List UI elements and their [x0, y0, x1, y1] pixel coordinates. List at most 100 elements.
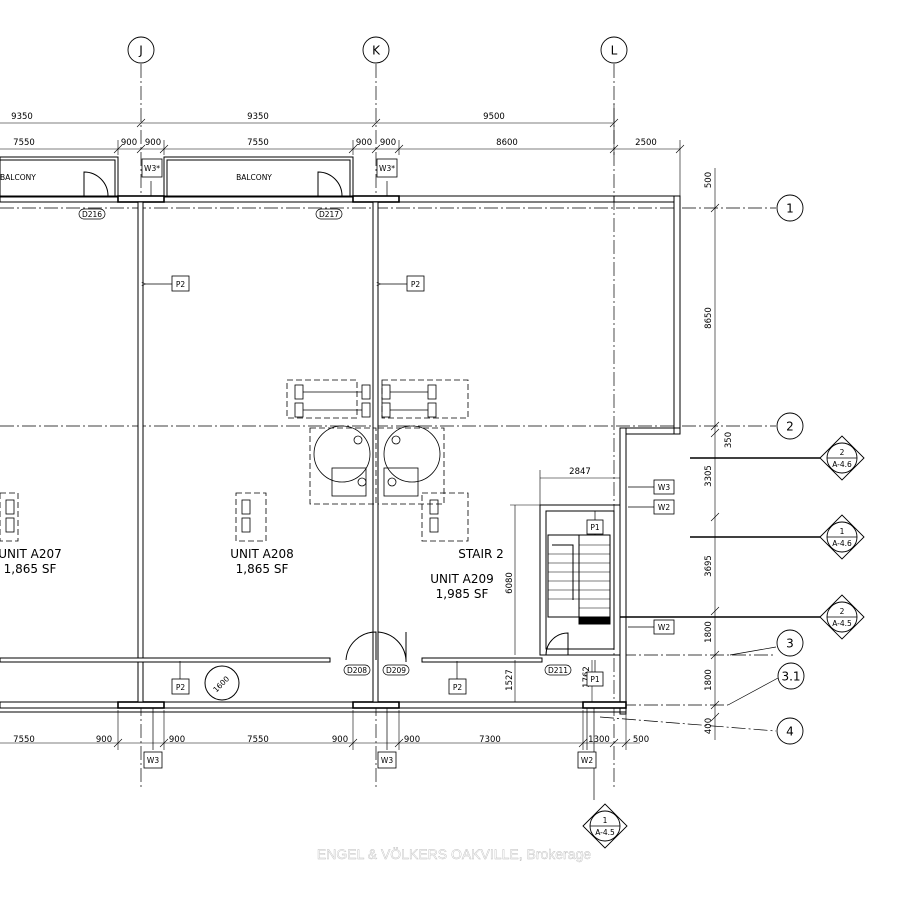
dim-top-sub-8: 2500 [635, 138, 657, 148]
dim-stair-depth: 6080 [505, 572, 515, 594]
stair-core [510, 470, 621, 702]
dim-right-5: 3695 [704, 555, 714, 577]
grid-row-bubble-4: 4 [776, 717, 804, 745]
dim-stair-width: 2847 [569, 467, 591, 477]
grid-label-1: 1 [786, 202, 794, 216]
tag-p2-a207: P2 [176, 280, 186, 289]
section-1-number: 2 [840, 448, 845, 457]
demising-walls [0, 201, 543, 703]
section-2-sheet: A-4.6 [832, 539, 852, 548]
dim-right-8: 400 [704, 718, 714, 734]
tag-p1-stair: P1 [590, 523, 600, 532]
tag-w2-south: W2 [581, 756, 593, 765]
tag-w3-south-k: W3 [381, 756, 393, 765]
section-3-sheet: A-4.5 [832, 619, 852, 628]
grid-label-3: 3 [786, 637, 794, 651]
dim-right-2: 8650 [704, 307, 714, 329]
section-1-sheet: A-4.6 [832, 460, 852, 469]
section-2-number: 1 [840, 527, 845, 536]
dim-bottom-1: 7550 [13, 735, 35, 745]
washroom-core [286, 379, 469, 505]
bottom-dimension-lines [0, 710, 640, 750]
unit-a208-area: 1,865 SF [236, 562, 289, 576]
door-tag-d216: D216 [82, 210, 102, 219]
section-marker-2: 1 A-4.6 [819, 514, 865, 560]
tag-w2-east-2: W2 [658, 623, 670, 632]
dim-bottom-3: 900 [169, 735, 185, 745]
door-tag-d217: D217 [319, 210, 339, 219]
tag-w2-east-1: W2 [658, 503, 670, 512]
grid-row-bubble-1: 1 [776, 194, 804, 222]
dim-top-sub-5: 900 [356, 138, 372, 148]
grid-row-bubble-2: 2 [776, 412, 804, 440]
kitchen-fixture-details [5, 499, 439, 533]
door-tag-d208: D208 [347, 666, 367, 675]
dim-bottom-9: 500 [633, 735, 649, 745]
dim-top-sub-4: 7550 [247, 138, 269, 148]
dim-bottom-7: 7300 [479, 735, 501, 745]
top-dimension-lines [0, 104, 685, 200]
dim-right-1: 500 [704, 172, 714, 188]
grid-column-bubble-k: K [362, 36, 390, 64]
dim-right-4: 3305 [704, 465, 714, 487]
dim-top-sub-2: 900 [121, 138, 137, 148]
balcony-label-2: BALCONY [236, 173, 272, 182]
grid-label-l: L [611, 44, 618, 58]
dim-top-bay-1: 9350 [11, 112, 33, 122]
brokerage-watermark: ENGEL & VÖLKERS OAKVILLE, Brokerage [317, 845, 591, 862]
dim-diag: 1600 [211, 674, 231, 694]
unit-a209-area: 1,985 SF [436, 587, 489, 601]
tag-p2-a208: P2 [411, 280, 421, 289]
section-3-number: 2 [840, 607, 845, 616]
dim-small-1: 1527 [505, 669, 515, 691]
section-cut-lines [620, 457, 820, 618]
tag-p2-corridor-1: P2 [176, 683, 186, 692]
unit-a207-name: UNIT A207 [0, 547, 62, 561]
unit-a209-name: UNIT A209 [430, 572, 494, 586]
grid-row-bubble-3-1: 3.1 [727, 662, 805, 706]
dim-bottom-6: 900 [404, 735, 420, 745]
unit-a208-name: UNIT A208 [230, 547, 294, 561]
grid-label-4: 4 [786, 725, 794, 739]
tag-p1-lobby: P1 [590, 675, 600, 684]
stair-label: STAIR 2 [458, 547, 504, 561]
grid-row-bubble-3: 3 [729, 629, 804, 657]
dim-top-sub-1: 7550 [13, 138, 35, 148]
dim-top-bay-3: 9500 [483, 112, 505, 122]
dim-top-sub-6: 900 [380, 138, 396, 148]
grid-column-bubble-l: L [600, 36, 628, 64]
tag-w3-east: W3 [658, 483, 670, 492]
dim-bottom-5: 900 [332, 735, 348, 745]
section-4-sheet: A-4.5 [595, 828, 615, 837]
door-tags [78, 208, 572, 676]
tag-w3-south-j: W3 [147, 756, 159, 765]
dim-bottom-8: 1300 [588, 735, 610, 745]
unit-a207-area: 1,865 SF [4, 562, 57, 576]
section-marker-4: 1 A-4.5 [582, 803, 628, 849]
grid-label-3-1: 3.1 [781, 670, 800, 684]
door-tag-d211: D211 [548, 666, 568, 675]
section-4-number: 1 [603, 816, 608, 825]
door-tag-d209: D209 [386, 666, 406, 675]
dim-right-7: 1800 [704, 669, 714, 691]
grid-label-k: K [372, 44, 381, 58]
dim-bottom-2: 900 [96, 735, 112, 745]
tag-w3s-j: W3* [144, 164, 160, 173]
grid-label-2: 2 [786, 420, 794, 434]
section-marker-1: 2 A-4.6 [819, 435, 865, 481]
dim-top-sub-3: 900 [145, 138, 161, 148]
kitchen-fixtures [0, 492, 469, 542]
dim-top-bay-2: 9350 [247, 112, 269, 122]
right-dimension-lines [710, 168, 720, 740]
exterior-walls [0, 156, 681, 715]
grid-column-bubble-j: J [127, 36, 155, 64]
grid-label-j: J [138, 44, 143, 58]
section-marker-3: 2 A-4.5 [819, 594, 865, 640]
dim-top-sub-7: 8600 [496, 138, 518, 148]
tag-w3s-k: W3* [379, 164, 395, 173]
tag-p2-corridor-2: P2 [453, 683, 463, 692]
dim-right-3: 350 [724, 432, 734, 448]
balcony-label-1: BALCONY [0, 173, 36, 182]
partition-tag-boxes [141, 158, 675, 769]
